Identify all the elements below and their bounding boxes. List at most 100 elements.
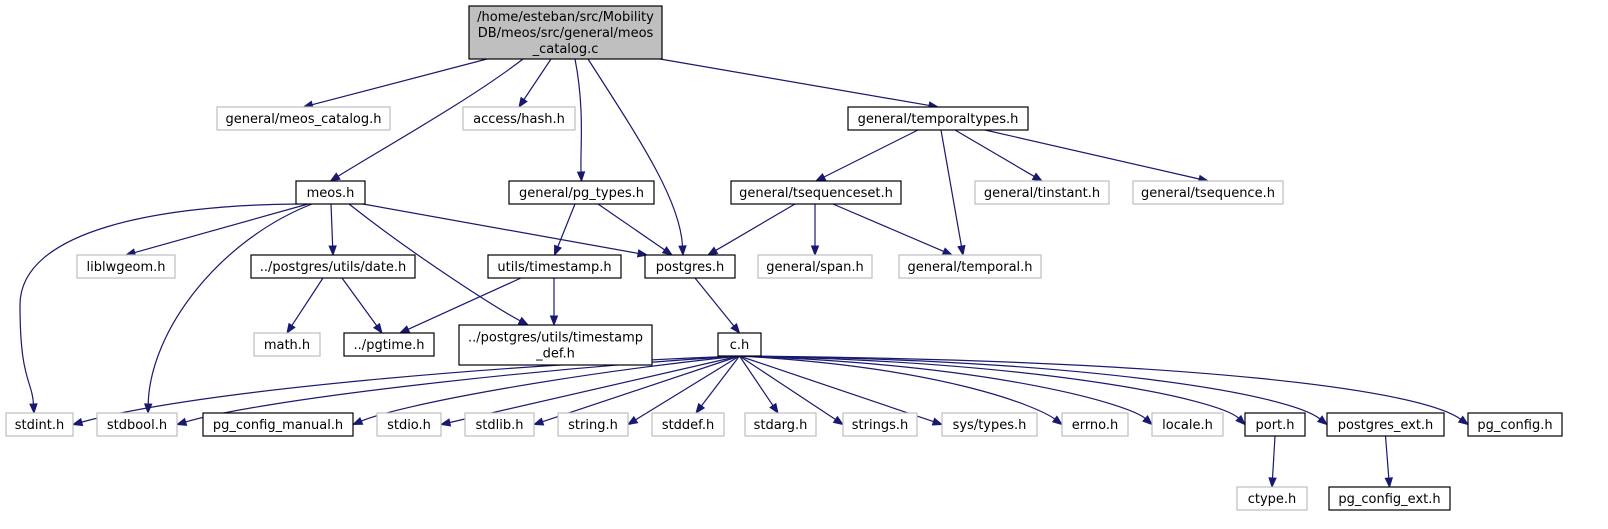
node-label: ../pgtime.h	[354, 338, 425, 353]
node-label: postgres_ext.h	[1338, 418, 1434, 433]
node-box	[1061, 412, 1129, 437]
node-label: meos.h	[307, 186, 355, 201]
node-box	[5, 412, 74, 437]
node-label: stdarg.h	[754, 418, 808, 433]
node-label: ../postgres/utils/timestamp	[468, 331, 643, 346]
node-locale-h: locale.h	[1151, 412, 1224, 437]
edge-root-to-postgres-h	[587, 58, 684, 247]
node-errno-h: errno.h	[1061, 412, 1129, 437]
node-strings-h: strings.h	[842, 412, 918, 437]
node-box	[96, 412, 178, 437]
node-label: _catalog.c	[532, 42, 599, 57]
node-label: sys/types.h	[953, 418, 1027, 433]
edge-temporaltypes-h-to-temporal-h	[940, 129, 963, 247]
node-pg-types-h[interactable]: general/pg_types.h	[508, 180, 655, 205]
edge-c-h-to-strings-h-arrowhead	[832, 415, 845, 426]
edge-date-h-to-math-h-arrowhead	[286, 322, 296, 335]
node-pg-config-h[interactable]: pg_config.h	[1467, 412, 1563, 437]
node-box	[974, 180, 1110, 205]
edge-tsequenceset-h-to-temporal-h	[832, 203, 944, 253]
node-box	[757, 254, 873, 279]
node-label: port.h	[1255, 418, 1294, 433]
node-box	[216, 106, 391, 131]
edge-root-to-meos-catalog-h	[312, 58, 488, 106]
node-box	[842, 412, 918, 437]
node-math-h: math.h	[253, 332, 321, 357]
node-stdio-h: stdio.h	[376, 412, 442, 437]
node-label: errno.h	[1072, 418, 1119, 433]
node-box	[487, 254, 622, 279]
edge-temporaltypes-h-to-tinstant-h	[954, 129, 1035, 177]
node-label: general/span.h	[766, 260, 863, 275]
edge-c-h-to-pg-config-manual-h-arrowhead	[351, 416, 364, 426]
edge-c-h-to-port-h-arrowhead	[1235, 414, 1246, 426]
node-pg-config-ext-h[interactable]: pg_config_ext.h	[1328, 486, 1451, 511]
node-label: /home/esteban/src/Mobility	[477, 10, 654, 25]
node-box	[464, 412, 535, 437]
node-label: c.h	[730, 338, 750, 353]
node-box	[847, 106, 1029, 131]
node-label: stddef.h	[662, 418, 714, 433]
node-pg-config-manual-h[interactable]: pg_config_manual.h	[202, 412, 354, 437]
node-tsequenceset-h[interactable]: general/tsequenceset.h	[730, 180, 902, 205]
edge-temporaltypes-h-to-tinstant-h-arrowhead	[1031, 172, 1044, 182]
node-label: access/hash.h	[473, 112, 565, 127]
edge-meos-h-to-date-h-arrowhead	[328, 245, 337, 257]
edge-meos-h-to-stdbool-h	[147, 203, 313, 405]
node-temporaltypes-h[interactable]: general/temporaltypes.h	[847, 106, 1029, 131]
node-postgres-h[interactable]: postgres.h	[644, 254, 736, 279]
edge-meos-h-to-stdint-h-arrowhead	[29, 403, 38, 415]
edge-c-h-to-locale-h	[739, 355, 1146, 419]
node-date-h[interactable]: ../postgres/utils/date.h	[250, 254, 416, 279]
node-label: pg_config_ext.h	[1338, 492, 1440, 507]
node-box	[250, 254, 416, 279]
edge-c-h-to-sys-types-h-arrowhead	[931, 417, 944, 426]
node-box	[644, 254, 736, 279]
edge-c-h-to-errno-h-arrowhead	[1051, 415, 1064, 426]
node-postgres-ext-h[interactable]: postgres_ext.h	[1326, 412, 1445, 437]
edge-tsequenceset-h-to-postgres-h	[715, 203, 796, 251]
edge-root-to-meos-h-arrowhead	[329, 172, 341, 182]
node-timestamp-h[interactable]: utils/timestamp.h	[487, 254, 622, 279]
node-box	[202, 412, 354, 437]
node-label: _def.h	[535, 347, 575, 362]
node-meos-h[interactable]: meos.h	[295, 180, 366, 205]
node-label: pg_config.h	[1477, 418, 1552, 433]
node-pgtime-h[interactable]: ../pgtime.h	[343, 332, 435, 357]
edge-root-to-pg-types-h	[574, 58, 582, 173]
node-string-h: string.h	[557, 412, 629, 437]
edge-tsequenceset-h-to-postgres-h-arrowhead	[706, 246, 719, 256]
node-box	[1467, 412, 1563, 437]
node-label: general/temporal.h	[907, 260, 1032, 275]
node-port-h[interactable]: port.h	[1244, 412, 1306, 437]
node-box	[1244, 412, 1306, 437]
edge-meos-h-to-stdint-h	[19, 203, 299, 405]
node-box	[462, 106, 576, 131]
edge-temporaltypes-h-to-tsequenceset-h	[823, 129, 919, 178]
edge-pg-types-h-to-timestamp-h	[557, 203, 576, 247]
edge-date-h-to-pgtime-h-arrowhead	[372, 322, 383, 335]
node-meos-catalog-h: general/meos_catalog.h	[216, 106, 391, 131]
node-ctype-h: ctype.h	[1236, 486, 1308, 511]
node-box	[730, 180, 902, 205]
node-root[interactable]: /home/esteban/src/MobilityDB/meos/src/ge…	[468, 5, 663, 60]
node-timestamp-def-h[interactable]: ../postgres/utils/timestamp_def.h	[458, 324, 653, 366]
node-c-h[interactable]: c.h	[717, 332, 762, 357]
node-box	[1328, 486, 1451, 511]
node-label: postgres.h	[656, 260, 725, 275]
edge-meos-h-to-liblwgeom-h	[134, 203, 309, 254]
node-label: DB/meos/src/general/meos	[478, 26, 654, 41]
node-label: stdbool.h	[107, 418, 167, 433]
node-span-h: general/span.h	[757, 254, 873, 279]
edge-root-to-access-hash-h-arrowhead	[518, 96, 528, 109]
edge-c-h-to-stdlib-h-arrowhead	[532, 417, 545, 426]
edge-meos-h-to-timestamp-def-h	[348, 203, 521, 322]
node-box	[557, 412, 629, 437]
edge-temporaltypes-h-to-tsequence-h	[984, 129, 1200, 180]
edge-c-h-to-stdarg-h-arrowhead	[769, 402, 779, 415]
edge-c-h-to-string-h-arrowhead	[626, 415, 639, 426]
node-stddef-h: stddef.h	[651, 412, 725, 437]
edge-c-h-to-strings-h	[739, 355, 836, 421]
edge-root-to-postgres-h-arrowhead	[678, 245, 687, 257]
